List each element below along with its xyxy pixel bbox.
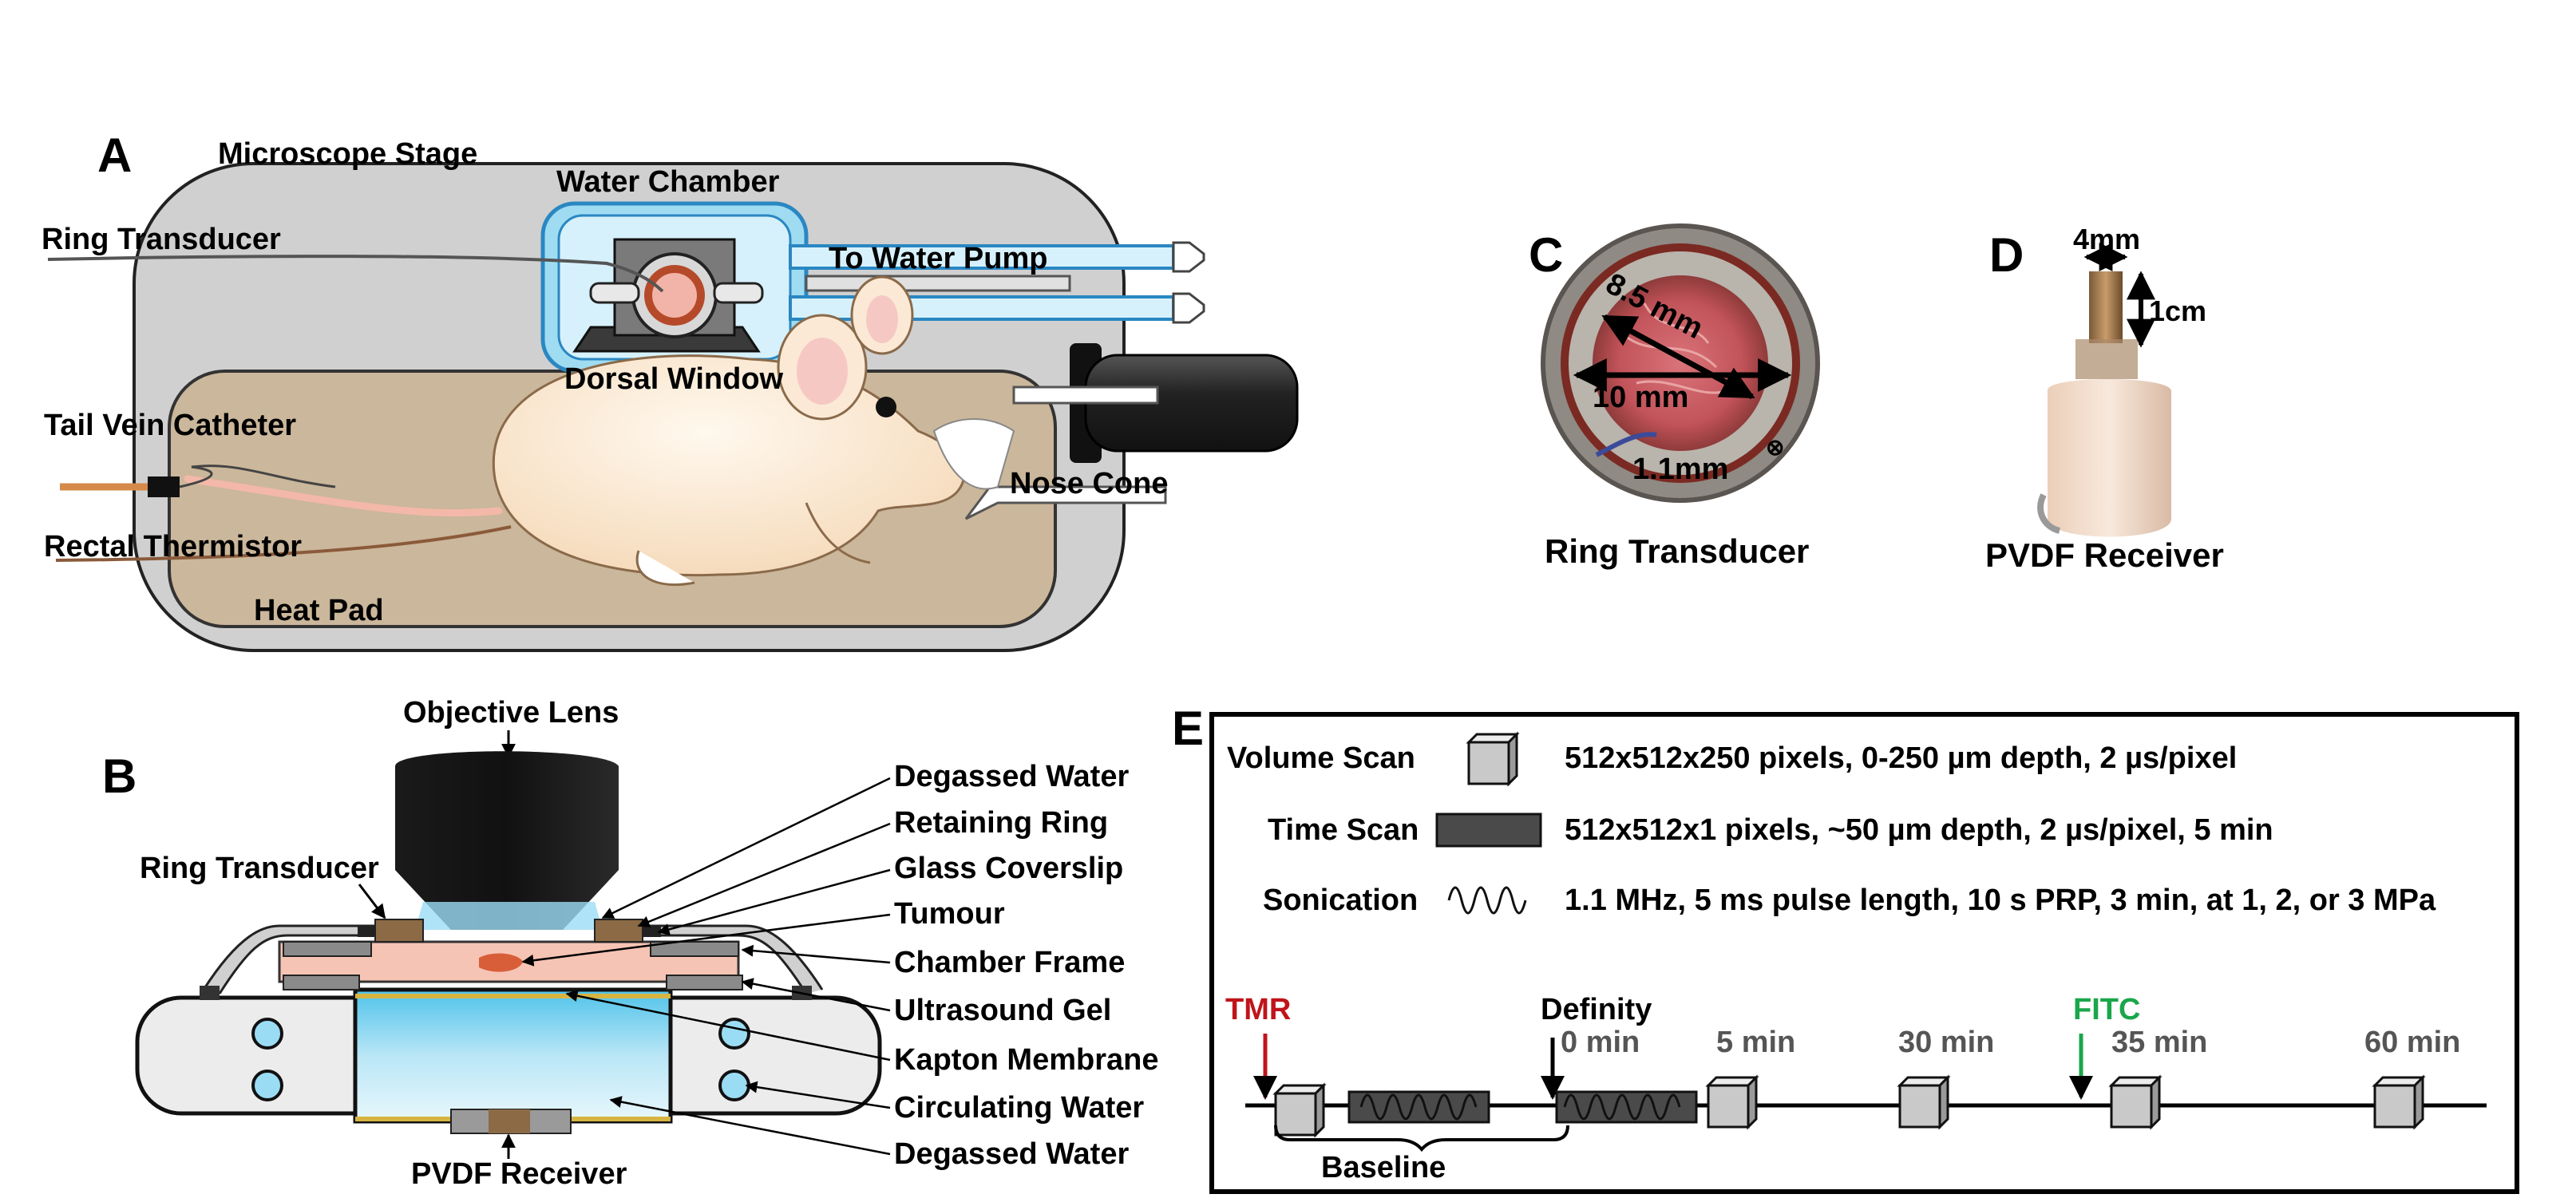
panel-c-letter: C [1529,228,1563,282]
volume-scan-cube-35-min [2108,1074,2162,1130]
label-tail-vein-catheter: Tail Vein Catheter [44,409,296,442]
time-scan-bar-icon [1435,813,1542,848]
legend-time-scan-desc: 512x512x1 pixels, ~50 µm depth, 2 µs/pix… [1565,813,2273,847]
label-ultrasound-gel: Ultrasound Gel [894,994,1111,1027]
label-nose-cone: Nose Cone [1010,467,1168,500]
legend-volume-scan: Volume Scan 512x512x250 pixels, 0-250 µm… [1227,731,2237,787]
panel-a: A [42,129,1299,652]
dim-10mm: 10 mm [1593,381,1688,414]
time-label-30-min: 30 min [1898,1026,1994,1059]
caption-ring-transducer: Ring Transducer [1545,532,1809,570]
baseline-brace [1274,1125,1569,1153]
time-label-60-min: 60 min [2364,1026,2460,1059]
time-label-0-min: 0 min [1561,1026,1640,1059]
volume-scan-cube-30-min [1897,1074,1951,1130]
panel-a-letter: A [97,129,132,182]
panel-d-letter: D [1989,228,2024,282]
label-retaining-ring: Retaining Ring [894,806,1108,840]
time-label-5-min: 5 min [1716,1026,1795,1059]
label-to-water-pump: To Water Pump [829,242,1047,275]
label-degassed-water-top: Degassed Water [894,760,1129,793]
label-circulating-water: Circulating Water [894,1091,1144,1125]
label-chamber-frame: Chamber Frame [894,946,1125,979]
post-definity-time-scan [1555,1090,1698,1124]
label-water-chamber: Water Chamber [556,165,780,199]
dim-1cm: 1cm [2149,295,2206,327]
dim-1-1mm: 1.1mm [1632,453,1728,486]
label-heat-pad: Heat Pad [254,594,384,627]
label-definity: Definity [1541,993,1652,1026]
baseline-time-scan [1347,1090,1490,1124]
label-ring-transducer-a: Ring Transducer [42,223,281,256]
label-tmr: TMR [1225,993,1291,1026]
volume-scan-cube-icon [1466,731,1520,787]
mouse-illustration [184,275,999,587]
volume-scan-cube-baseline [1272,1082,1327,1138]
nose-cone [932,343,1299,520]
dim-4mm: 4mm [2073,223,2140,255]
volume-scan-cube-5-min [1705,1074,1759,1130]
volume-scan-cube-60-min [2372,1074,2426,1130]
legend-volume-scan-label: Volume Scan [1227,741,1415,775]
lines-and-wires [47,255,664,562]
panel-c: C 8.5 mm 10 mm 1.1mm ⊗ Ring Transducer [1529,223,1820,570]
pvdf-receiver-photo [2047,379,2171,537]
label-degassed-water-bottom: Degassed Water [894,1137,1129,1171]
dorsal-window [572,238,764,353]
legend-time-scan: Time Scan 512x512x1 pixels, ~50 µm depth… [1268,813,2273,848]
panel-b: B Objective Lens [102,696,1158,1191]
label-tumour: Tumour [894,897,1005,931]
label-kapton-membrane: Kapton Membrane [894,1043,1158,1077]
caption-pvdf-receiver: PVDF Receiver [1985,536,2224,574]
objective-lens [395,751,619,930]
legend-volume-scan-desc: 512x512x250 pixels, 0-250 µm depth, 2 µs… [1565,741,2237,775]
label-glass-coverslip: Glass Coverslip [894,852,1123,885]
thickness-into-page-symbol: ⊗ [1766,435,1784,460]
label-pvdf-receiver-b: PVDF Receiver [411,1157,627,1191]
panel-d: D 4mm 1cm PVDF Receiver [1985,223,2224,574]
legend-sonication-desc: 1.1 MHz, 5 ms pulse length, 10 s PRP, 3 … [1565,884,2436,917]
panel-b-right-labels: Degassed Water Retaining Ring Glass Cove… [894,760,1158,1171]
label-fitc: FITC [2073,993,2140,1026]
sonication-wave-icon [1447,886,1527,915]
label-rectal-thermistor: Rectal Thermistor [44,530,302,563]
panel-b-leader-lines [521,777,891,1156]
panel-b-letter: B [102,749,137,803]
time-label-35-min: 35 min [2111,1026,2207,1059]
chamber-assembly [135,919,882,1134]
label-microscope-stage: Microscope Stage [218,137,477,171]
label-dorsal-window: Dorsal Window [564,362,784,396]
label-ring-transducer-b: Ring Transducer [140,852,379,885]
panel-e-letter: E [1172,702,1204,755]
label-baseline: Baseline [1321,1151,1446,1184]
legend-sonication-label: Sonication [1263,884,1418,917]
legend-time-scan-label: Time Scan [1268,813,1419,847]
timeline: TMR Definity FITC 0 min 5 min 30 min 35 … [1225,993,2487,1184]
label-objective-lens: Objective Lens [403,696,619,730]
panel-e: E Volume Scan 512x512x250 pixels, 0-250 … [1172,702,2519,1194]
legend-sonication: Sonication 1.1 MHz, 5 ms pulse length, 1… [1263,884,2436,917]
